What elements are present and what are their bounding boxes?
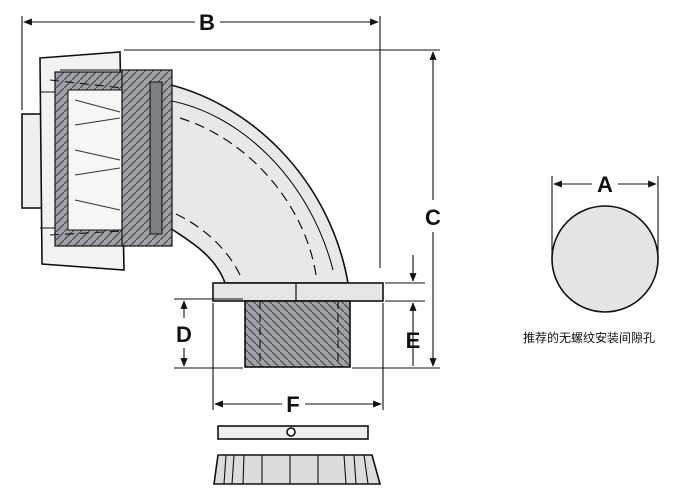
dimension-d xyxy=(174,298,243,369)
label-b: B xyxy=(199,10,215,35)
clearance-hole xyxy=(551,205,659,313)
lock-washer xyxy=(217,425,369,440)
locknut xyxy=(213,454,382,485)
elbow-body xyxy=(157,81,349,284)
hole-caption: 推荐的无螺纹安装间隙孔 xyxy=(523,330,655,345)
label-a: A xyxy=(597,172,613,197)
label-f: F xyxy=(286,392,299,417)
gland-nut xyxy=(21,51,173,271)
dimension-f xyxy=(212,303,384,410)
dimension-a xyxy=(551,176,659,259)
label-d: D xyxy=(176,322,192,347)
dimension-c xyxy=(352,51,440,369)
dimension-b xyxy=(21,16,440,268)
bottom-fitting xyxy=(212,282,384,368)
label-c: C xyxy=(425,205,441,230)
dimension-e xyxy=(385,255,425,366)
label-e: E xyxy=(406,328,421,353)
